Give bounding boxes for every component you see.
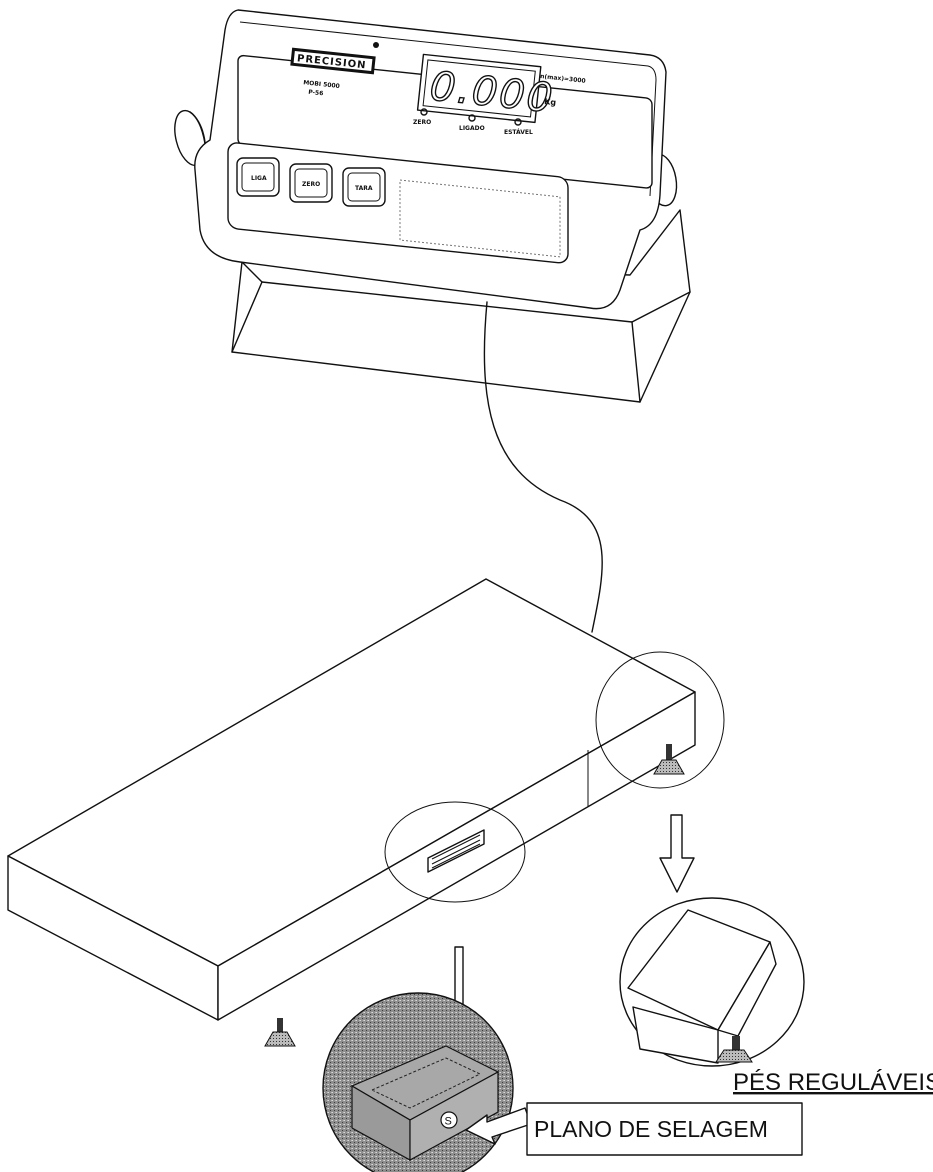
- svg-text:ZERO: ZERO: [302, 181, 320, 188]
- seal-callout: PLANO DE SELAGEM: [526, 1102, 803, 1156]
- seal-marker: S: [440, 1111, 458, 1129]
- led-ligado-label: LIGADO: [459, 125, 485, 132]
- seal-label: PLANO DE SELAGEM: [534, 1116, 768, 1142]
- feet-label: PÉS REGULÁVEIS: [733, 1069, 933, 1096]
- foot-detail: [619, 897, 805, 1067]
- unit-label: Kg: [544, 97, 557, 107]
- zero-button[interactable]: ZERO: [289, 163, 333, 203]
- seal-detail: [322, 992, 514, 1172]
- cable: [483, 301, 603, 633]
- model-code: P-56: [308, 89, 324, 98]
- brand-logo: PRECISION: [290, 42, 379, 75]
- adjustable-foot-right: [653, 744, 685, 775]
- svg-text:TARA: TARA: [355, 185, 373, 192]
- seal-detail-circle: [384, 801, 526, 903]
- led-zero: ZERO: [413, 108, 431, 126]
- svg-text:LIGA: LIGA: [251, 175, 267, 182]
- weighing-platform: [7, 578, 696, 1021]
- tara-button[interactable]: TARA: [342, 167, 386, 207]
- liga-button[interactable]: LIGA: [236, 157, 280, 197]
- indicator-stand: [231, 209, 691, 403]
- led-estavel: ESTÁVEL: [504, 118, 533, 136]
- adjustable-foot-left: [264, 1018, 296, 1047]
- capacity-label: n(max)=3000: [540, 73, 586, 85]
- arrow-to-foot-detail: [659, 814, 695, 893]
- led-zero-label: ZERO: [413, 119, 431, 126]
- svg-text:S: S: [445, 1116, 452, 1128]
- led-estavel-label: ESTÁVEL: [504, 129, 533, 136]
- foot-detail-circle: [595, 651, 725, 789]
- led-ligado: LIGADO: [459, 114, 485, 132]
- weight-display: 0.000: [416, 53, 557, 124]
- model-name: MOBI 5000: [303, 79, 340, 90]
- info-area: [399, 179, 561, 258]
